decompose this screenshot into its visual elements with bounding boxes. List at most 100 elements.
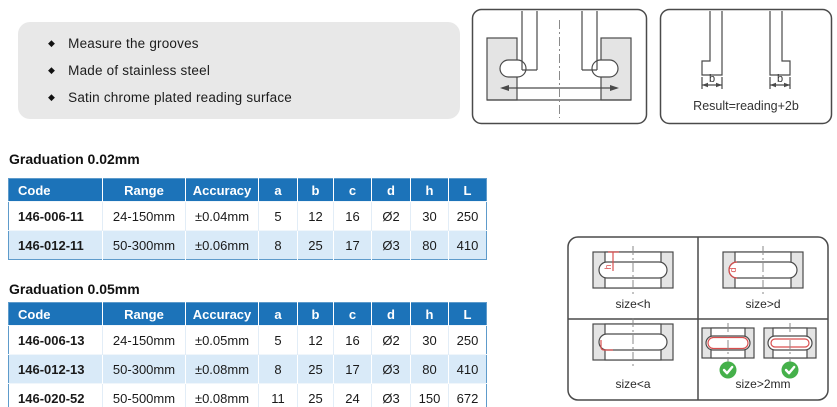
- col-header-h: h: [410, 178, 449, 202]
- spec-table-graduation-005: Code Range Accuracy a b c d h L 146-006-…: [8, 302, 487, 407]
- col-header-d: d: [371, 302, 411, 326]
- cell-d: Ø2: [371, 201, 411, 231]
- col-header-accuracy: Accuracy: [185, 178, 259, 202]
- cell-code: 146-012-11: [8, 230, 103, 260]
- cell-b: 25: [297, 230, 334, 260]
- col-header-l: L: [448, 178, 487, 202]
- col-header-accuracy: Accuracy: [185, 302, 259, 326]
- cell-d: Ø2: [371, 325, 411, 355]
- col-header-a: a: [258, 178, 298, 202]
- dim-b-label: b: [709, 73, 715, 85]
- cell-a: 8: [258, 354, 298, 384]
- table-row: 146-020-52 50-500mm ±0.08mm 11 25 24 Ø3 …: [8, 383, 487, 407]
- cell-b: 12: [297, 201, 334, 231]
- cell-c: 16: [333, 325, 372, 355]
- quadrant-size-lt-a: size<a: [592, 318, 674, 391]
- diamond-bullet-icon: ◆: [48, 38, 56, 48]
- cell-accuracy: ±0.06mm: [185, 230, 259, 260]
- cell-d: Ø3: [371, 230, 411, 260]
- cell-code: 146-006-13: [8, 325, 103, 355]
- cell-range: 50-300mm: [102, 354, 186, 384]
- cell-l: 410: [448, 230, 487, 260]
- cell-accuracy: ±0.08mm: [185, 354, 259, 384]
- cell-a: 5: [258, 325, 298, 355]
- cell-l: 672: [448, 383, 487, 407]
- cell-a: 8: [258, 230, 298, 260]
- cell-h: 30: [410, 325, 449, 355]
- table-row: 146-006-11 24-150mm ±0.04mm 5 12 16 Ø2 3…: [8, 201, 487, 231]
- cell-c: 24: [333, 383, 372, 407]
- table-header-row: Code Range Accuracy a b c d h L: [8, 178, 487, 202]
- result-formula-diagram: b b Result=reading+2b: [659, 8, 833, 125]
- cell-accuracy: ±0.08mm: [185, 383, 259, 407]
- check-icon: [781, 361, 799, 379]
- cell-d: Ø3: [371, 354, 411, 384]
- cell-code: 146-006-11: [8, 201, 103, 231]
- col-header-range: Range: [102, 178, 186, 202]
- cell-c: 17: [333, 230, 372, 260]
- diamond-bullet-icon: ◆: [48, 65, 56, 75]
- quadrant-size-gt-2mm: size>2mm: [701, 323, 817, 391]
- check-icon: [719, 361, 737, 379]
- cell-h: 80: [410, 230, 449, 260]
- cell-c: 17: [333, 354, 372, 384]
- red-dim-d-label: d: [728, 267, 738, 272]
- table-row: 146-012-11 50-300mm ±0.06mm 8 25 17 Ø3 8…: [8, 230, 487, 260]
- cell-code: 146-020-52: [8, 383, 103, 407]
- groove-measure-diagram: [471, 8, 648, 125]
- cell-code: 146-012-13: [8, 354, 103, 384]
- col-header-h: h: [410, 302, 449, 326]
- col-header-range: Range: [102, 302, 186, 326]
- quadrant-size-lt-h: h size<h: [592, 246, 674, 311]
- cell-c: 16: [333, 201, 372, 231]
- cell-range: 24-150mm: [102, 201, 186, 231]
- cell-accuracy: ±0.05mm: [185, 325, 259, 355]
- cell-range: 24-150mm: [102, 325, 186, 355]
- feature-item: ◆ Made of stainless steel: [48, 63, 460, 78]
- usage-guide-panel: h size<h d size>d size<a: [567, 236, 829, 406]
- cell-l: 250: [448, 325, 487, 355]
- cell-b: 12: [297, 325, 334, 355]
- col-header-d: d: [371, 178, 411, 202]
- section-title-graduation-005: Graduation 0.05mm: [9, 281, 140, 297]
- quadrant-size-gt-d: d size>d: [722, 246, 804, 311]
- spec-table-graduation-002: Code Range Accuracy a b c d h L 146-006-…: [8, 178, 487, 260]
- col-header-a: a: [258, 302, 298, 326]
- section-title-graduation-002: Graduation 0.02mm: [9, 151, 140, 167]
- cell-l: 250: [448, 201, 487, 231]
- feature-text: Satin chrome plated reading surface: [68, 90, 293, 105]
- table-header-row: Code Range Accuracy a b c d h L: [8, 302, 487, 326]
- cell-h: 30: [410, 201, 449, 231]
- col-header-b: b: [297, 178, 334, 202]
- red-dim-h-label: h: [603, 264, 613, 269]
- result-formula-text: Result=reading+2b: [693, 99, 799, 113]
- cell-accuracy: ±0.04mm: [185, 201, 259, 231]
- dim-b-label: b: [777, 73, 783, 85]
- cell-h: 150: [410, 383, 449, 407]
- col-header-code: Code: [8, 302, 103, 326]
- col-header-c: c: [333, 302, 372, 326]
- table-row: 146-006-13 24-150mm ±0.05mm 5 12 16 Ø2 3…: [8, 325, 487, 355]
- quadrant-label: size>2mm: [735, 377, 790, 391]
- cell-h: 80: [410, 354, 449, 384]
- quadrant-label: size<h: [615, 297, 650, 311]
- col-header-b: b: [297, 302, 334, 326]
- diamond-bullet-icon: ◆: [48, 92, 56, 102]
- cell-b: 25: [297, 383, 334, 407]
- table-row: 146-012-13 50-300mm ±0.08mm 8 25 17 Ø3 8…: [8, 354, 487, 384]
- quadrant-label: size<a: [615, 377, 650, 391]
- features-box: ◆ Measure the grooves ◆ Made of stainles…: [18, 22, 460, 119]
- cell-a: 5: [258, 201, 298, 231]
- feature-text: Made of stainless steel: [68, 63, 211, 78]
- col-header-code: Code: [8, 178, 103, 202]
- cell-range: 50-300mm: [102, 230, 186, 260]
- cell-d: Ø3: [371, 383, 411, 407]
- cell-range: 50-500mm: [102, 383, 186, 407]
- col-header-c: c: [333, 178, 372, 202]
- feature-text: Measure the grooves: [68, 36, 199, 51]
- feature-item: ◆ Measure the grooves: [48, 36, 460, 51]
- cell-l: 410: [448, 354, 487, 384]
- feature-item: ◆ Satin chrome plated reading surface: [48, 90, 460, 105]
- cell-a: 11: [258, 383, 298, 407]
